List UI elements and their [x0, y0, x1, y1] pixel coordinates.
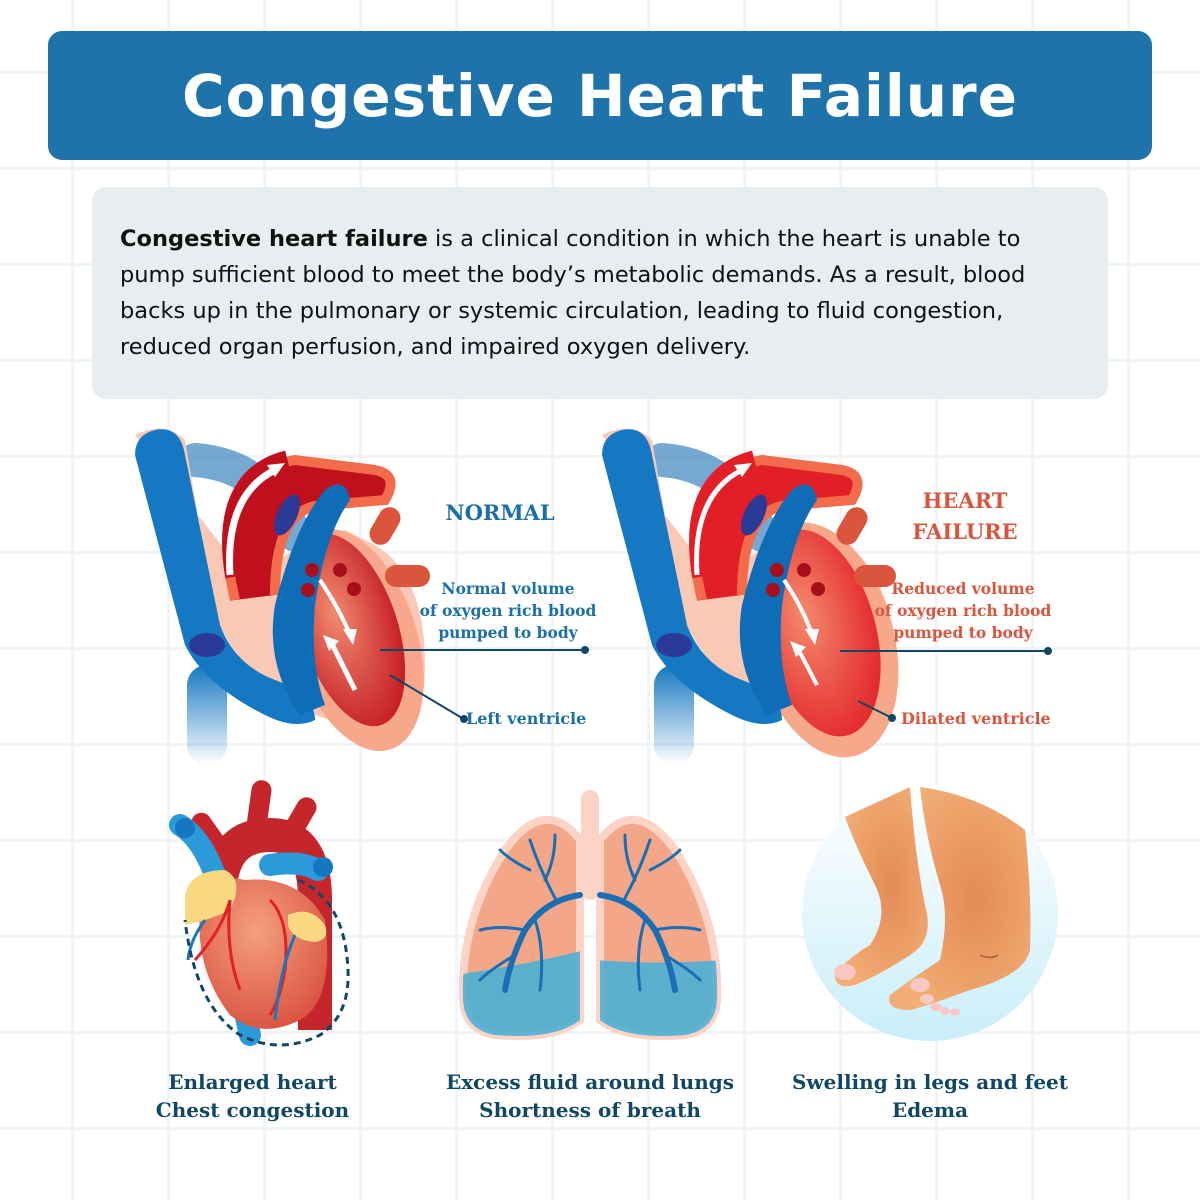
symptom-caption-lungs: Excess fluid around lungs Shortness of b…: [440, 1068, 740, 1124]
normal-callout-volume: Normal volume of oxygen rich blood pumpe…: [418, 578, 598, 644]
failure-leader-lines: [840, 647, 1052, 722]
left-ventricle-label: Left ventricle: [466, 709, 587, 728]
failure-callout-volume: Reduced volume of oxygen rich blood pump…: [872, 578, 1054, 644]
normal-callout-line2: of oxygen rich blood: [419, 601, 597, 620]
failure-heading-line2: FAILURE: [912, 519, 1018, 544]
description-text: Congestive heart failure is a clinical c…: [120, 221, 1080, 365]
symptom-heart-line1: Enlarged heart: [168, 1070, 337, 1094]
page-title: Congestive Heart Failure: [182, 61, 1018, 130]
failure-heading: HEART FAILURE: [900, 485, 1030, 547]
enlarged-heart-icon: [169, 780, 350, 1047]
failure-heart-cross-section-icon: [602, 428, 899, 765]
fluid-lungs-icon: [458, 790, 722, 1040]
failure-callout-line2: of oxygen rich blood: [874, 601, 1052, 620]
symptom-heart-line2: Chest congestion: [155, 1098, 350, 1122]
description-bold-term: Congestive heart failure: [120, 226, 428, 252]
symptom-lungs-line1: Excess fluid around lungs: [446, 1070, 734, 1094]
failure-heading-line1: HEART: [922, 488, 1008, 513]
normal-leader-lines: [380, 646, 589, 723]
symptom-lungs-line2: Shortness of breath: [479, 1098, 701, 1122]
symptom-feet-line1: Swelling in legs and feet: [791, 1070, 1069, 1094]
description-body: is a clinical condition in which the hea…: [120, 226, 1026, 360]
symptom-caption-heart: Enlarged heart Chest congestion: [130, 1068, 375, 1124]
failure-callout-line3: pumped to body: [893, 623, 1033, 642]
normal-callout-line1: Normal volume: [441, 579, 575, 598]
failure-callout-line1: Reduced volume: [891, 579, 1035, 598]
normal-callout-line3: pumped to body: [438, 623, 578, 642]
normal-heading: NORMAL: [445, 500, 555, 525]
symptom-feet-line2: Edema: [891, 1098, 969, 1122]
symptom-caption-feet: Swelling in legs and feet Edema: [780, 1068, 1080, 1124]
description-box: Congestive heart failure is a clinical c…: [92, 187, 1108, 399]
normal-heart-cross-section-icon: [135, 428, 430, 765]
swollen-feet-icon: [802, 785, 1058, 1041]
dilated-ventricle-label: Dilated ventricle: [901, 709, 1051, 728]
title-banner: Congestive Heart Failure: [48, 31, 1152, 160]
